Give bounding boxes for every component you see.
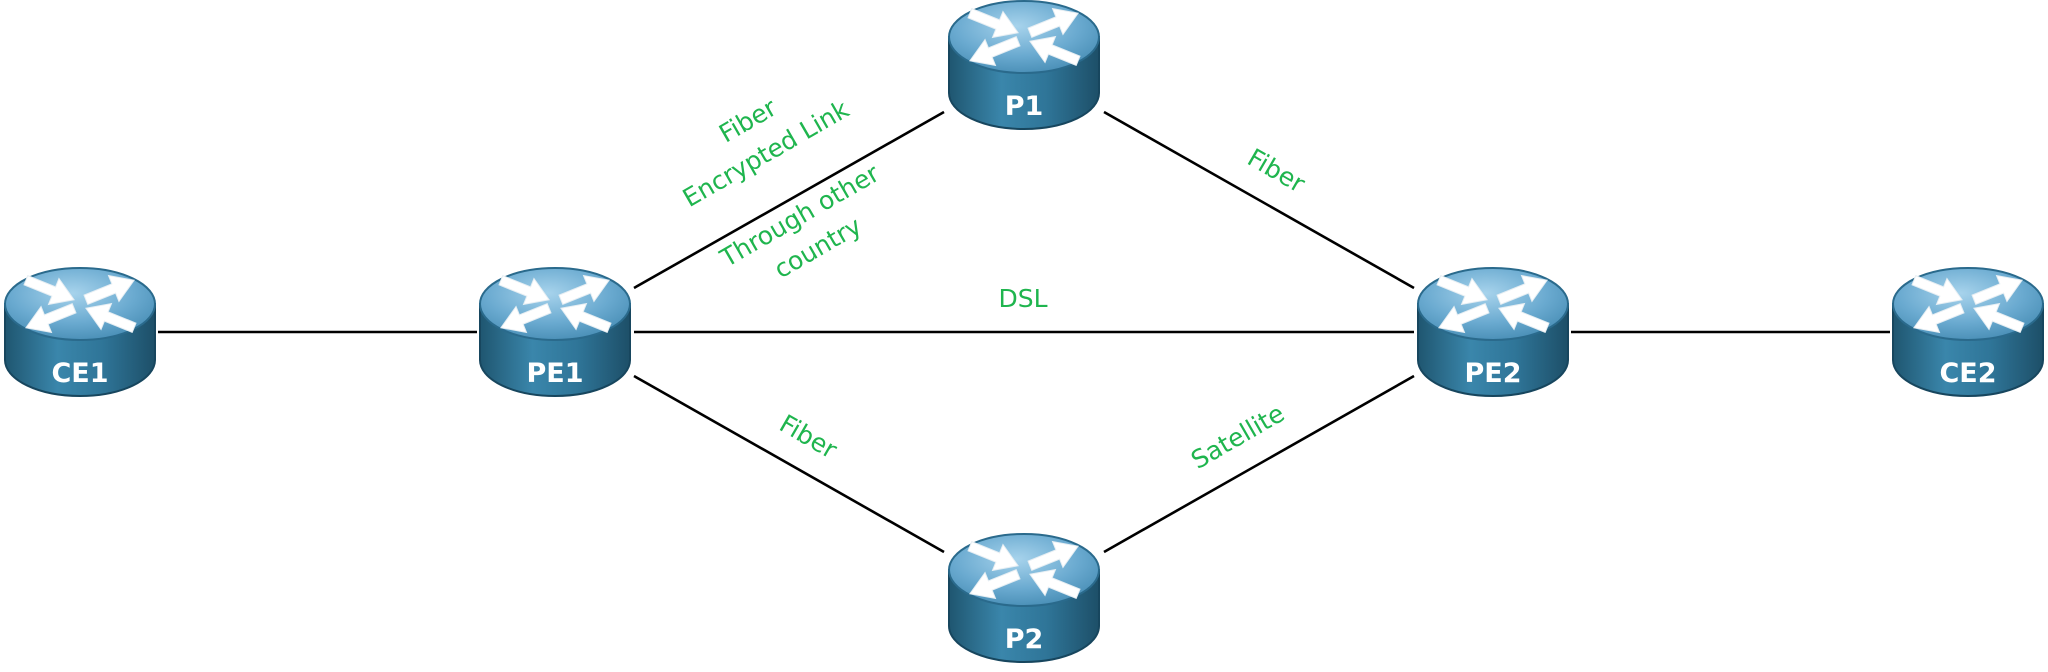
link-pe1-p1 bbox=[633, 110, 945, 290]
router-arrows-icon bbox=[967, 540, 1081, 600]
router-arrows-icon bbox=[1436, 274, 1550, 334]
link-labels-layer: Fiber Encrypted Link Through other count… bbox=[678, 92, 1311, 474]
router-icon bbox=[1892, 267, 2044, 397]
router-pe2[interactable]: PE2 bbox=[1417, 267, 1569, 397]
link-label-pe1-pe2: DSL bbox=[998, 284, 1047, 313]
router-arrows-icon bbox=[498, 274, 612, 334]
router-ce2[interactable]: CE2 bbox=[1892, 267, 2044, 397]
link-label-p2-pe2: Satellite bbox=[1186, 398, 1289, 474]
router-pe1[interactable]: PE1 bbox=[479, 267, 631, 397]
router-icon bbox=[948, 533, 1100, 663]
router-icon bbox=[4, 267, 156, 397]
router-label-pe2: PE2 bbox=[1464, 358, 1521, 389]
router-icon bbox=[1417, 267, 1569, 397]
link-label-pe1-p2: Fiber bbox=[775, 409, 843, 465]
router-icon bbox=[948, 0, 1100, 130]
link-pe1-p2 bbox=[633, 374, 945, 554]
router-p2[interactable]: P2 bbox=[948, 533, 1100, 663]
link-p1-pe2 bbox=[1103, 110, 1415, 290]
link-p2-pe2 bbox=[1103, 374, 1415, 554]
router-ce1[interactable]: CE1 bbox=[4, 267, 156, 397]
links-layer bbox=[158, 110, 1890, 554]
routers-layer: CE1 PE1 P1 P2 PE2 CE2 bbox=[4, 0, 2044, 663]
router-arrows-icon bbox=[967, 7, 1081, 67]
router-arrows-icon bbox=[23, 274, 137, 334]
router-label-p1: P1 bbox=[1005, 91, 1044, 122]
router-label-ce1: CE1 bbox=[51, 358, 108, 389]
router-arrows-icon bbox=[1911, 274, 2025, 334]
router-label-p2: P2 bbox=[1005, 624, 1044, 655]
router-p1[interactable]: P1 bbox=[948, 0, 1100, 130]
router-icon bbox=[479, 267, 631, 397]
router-label-pe1: PE1 bbox=[526, 358, 583, 389]
link-label-p1-pe2: Fiber bbox=[1243, 143, 1311, 199]
router-label-ce2: CE2 bbox=[1939, 358, 1996, 389]
